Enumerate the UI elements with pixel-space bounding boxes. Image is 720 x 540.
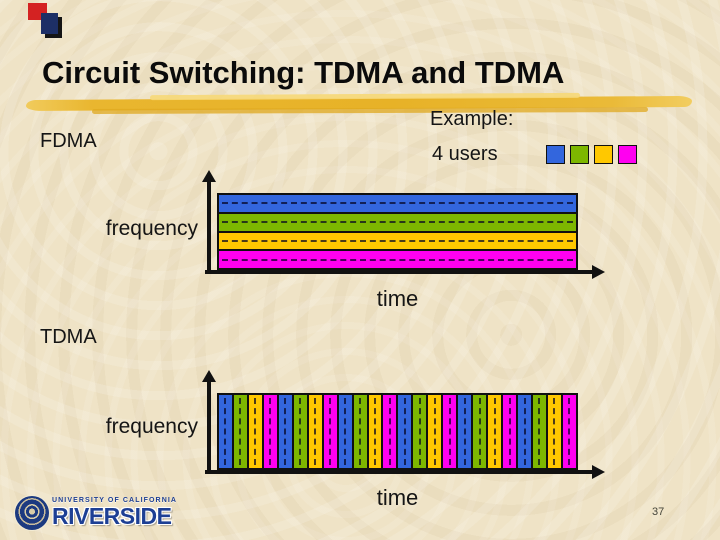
tdma-slot-user2: [411, 395, 427, 468]
tdma-slot-user2: [231, 395, 247, 468]
tdma-slot-user4: [261, 395, 277, 468]
tdma-slot-dash-line: [284, 398, 287, 465]
fdma-band-user2: [219, 211, 576, 231]
tdma-slots: [217, 393, 578, 470]
tdma-slot-dash-line: [523, 398, 526, 465]
tdma-slot-user4: [501, 395, 517, 468]
tdma-slot-user2: [471, 395, 487, 468]
tdma-slot-dash-line: [433, 398, 436, 465]
tdma-slot-user3: [366, 395, 382, 468]
tdma-slot-dash-line: [478, 398, 481, 465]
tdma-slot-user1: [456, 395, 472, 468]
tdma-time-label: time: [376, 485, 419, 510]
tdma-slot-user1: [396, 395, 412, 468]
legend-swatch-user2: [570, 145, 589, 164]
fdma-band-dash-line: [222, 258, 573, 261]
legend-swatch-user1: [546, 145, 565, 164]
tdma-slot-dash-line: [388, 398, 391, 465]
legend: [546, 145, 637, 164]
tdma-slot-dash-line: [269, 398, 272, 465]
tdma-y-axis-arrow-icon: [202, 370, 216, 382]
fdma-band-dash-line: [222, 202, 573, 205]
legend-swatch-user3: [594, 145, 613, 164]
tdma-slot-user4: [381, 395, 397, 468]
tdma-slot-dash-line: [508, 398, 511, 465]
tdma-slot-user1: [276, 395, 292, 468]
tdma-slot-dash-line: [553, 398, 556, 465]
corner-navy-square-icon: [41, 13, 58, 34]
ucr-logo-riverside-text: RIVERSIDE: [52, 503, 172, 529]
tdma-x-axis: [205, 470, 593, 474]
fdma-time-label: time: [376, 286, 419, 311]
tdma-slot-dash-line: [463, 398, 466, 465]
fdma-x-axis: [205, 270, 593, 274]
tdma-slot-dash-line: [314, 398, 317, 465]
tdma-slot-user2: [351, 395, 367, 468]
tdma-slot-dash-line: [239, 398, 242, 465]
example-label: Example:: [430, 108, 514, 130]
tdma-slot-user3: [486, 395, 502, 468]
tdma-slot-user1: [336, 395, 352, 468]
tdma-y-axis: [207, 381, 211, 474]
fdma-band-dash-line: [222, 239, 573, 242]
legend-swatch-user4: [618, 145, 637, 164]
fdma-frequency-label: frequency: [105, 217, 198, 240]
tdma-section-label: TDMA: [40, 326, 97, 348]
fdma-band-dash-line: [222, 221, 573, 224]
fdma-band-user1: [219, 195, 576, 212]
ucr-logo-university-text: UNIVERSITY OF CALIFORNIA: [52, 497, 178, 504]
ucr-logo: UNIVERSITY OF CALIFORNIA RIVERSIDE: [52, 497, 177, 528]
page-title: Circuit Switching: TDMA and TDMA: [42, 55, 565, 90]
tdma-slot-dash-line: [374, 398, 376, 465]
tdma-slot-user2: [531, 395, 546, 468]
tdma-slot-dash-line: [538, 398, 541, 465]
tdma-slot-dash-line: [568, 398, 571, 465]
fdma-band-user3: [219, 230, 576, 250]
ucr-seal-icon: [15, 496, 49, 530]
tdma-slot-dash-line: [403, 398, 406, 465]
tdma-slot-dash-line: [493, 398, 496, 465]
tdma-slot-dash-line: [359, 398, 362, 465]
tdma-slot-dash-line: [329, 398, 332, 465]
fdma-x-axis-arrow-icon: [592, 265, 605, 279]
page-number: 37: [652, 506, 665, 518]
tdma-slot-user2: [291, 395, 307, 468]
tdma-slot-user3: [246, 395, 262, 468]
fdma-section-label: FDMA: [40, 130, 97, 152]
tdma-slot-dash-line: [344, 398, 347, 465]
tdma-slot-user4: [560, 395, 576, 468]
user-count-label: 4 users: [432, 143, 498, 165]
tdma-slot-dash-line: [418, 398, 421, 465]
tdma-slot-dash-line: [254, 398, 257, 465]
fdma-y-axis-arrow-icon: [202, 170, 216, 182]
tdma-slot-user1: [219, 395, 232, 468]
highlight-swoosh-under: [91, 107, 649, 114]
tdma-slot-dash-line: [448, 398, 451, 465]
tdma-frequency-label: frequency: [105, 415, 198, 438]
tdma-x-axis-arrow-icon: [592, 465, 605, 479]
tdma-slot-user4: [441, 395, 457, 468]
tdma-slot-user3: [306, 395, 322, 468]
fdma-band-user4: [219, 249, 576, 268]
tdma-slot-dash-line: [224, 398, 227, 465]
tdma-slot-user4: [321, 395, 337, 468]
tdma-slot-user3: [545, 395, 561, 468]
fdma-bands: [217, 193, 578, 270]
tdma-slot-user1: [516, 395, 532, 468]
tdma-slot-dash-line: [299, 398, 302, 465]
fdma-y-axis: [207, 181, 211, 274]
tdma-slot-user3: [426, 395, 442, 468]
